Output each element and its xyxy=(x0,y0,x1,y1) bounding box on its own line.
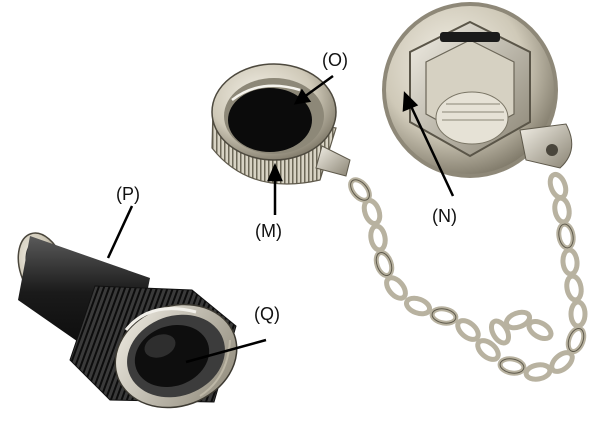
label-q: (Q) xyxy=(254,304,280,324)
leader-line-p xyxy=(108,206,132,258)
label-p: (P) xyxy=(116,184,140,204)
threaded-adapter xyxy=(10,227,251,424)
hex-plug xyxy=(382,2,572,178)
knurled-cap xyxy=(212,64,350,184)
label-o: (O) xyxy=(322,50,348,70)
label-n: (N) xyxy=(432,206,457,226)
label-m: (M) xyxy=(255,221,282,241)
chain xyxy=(347,172,587,381)
